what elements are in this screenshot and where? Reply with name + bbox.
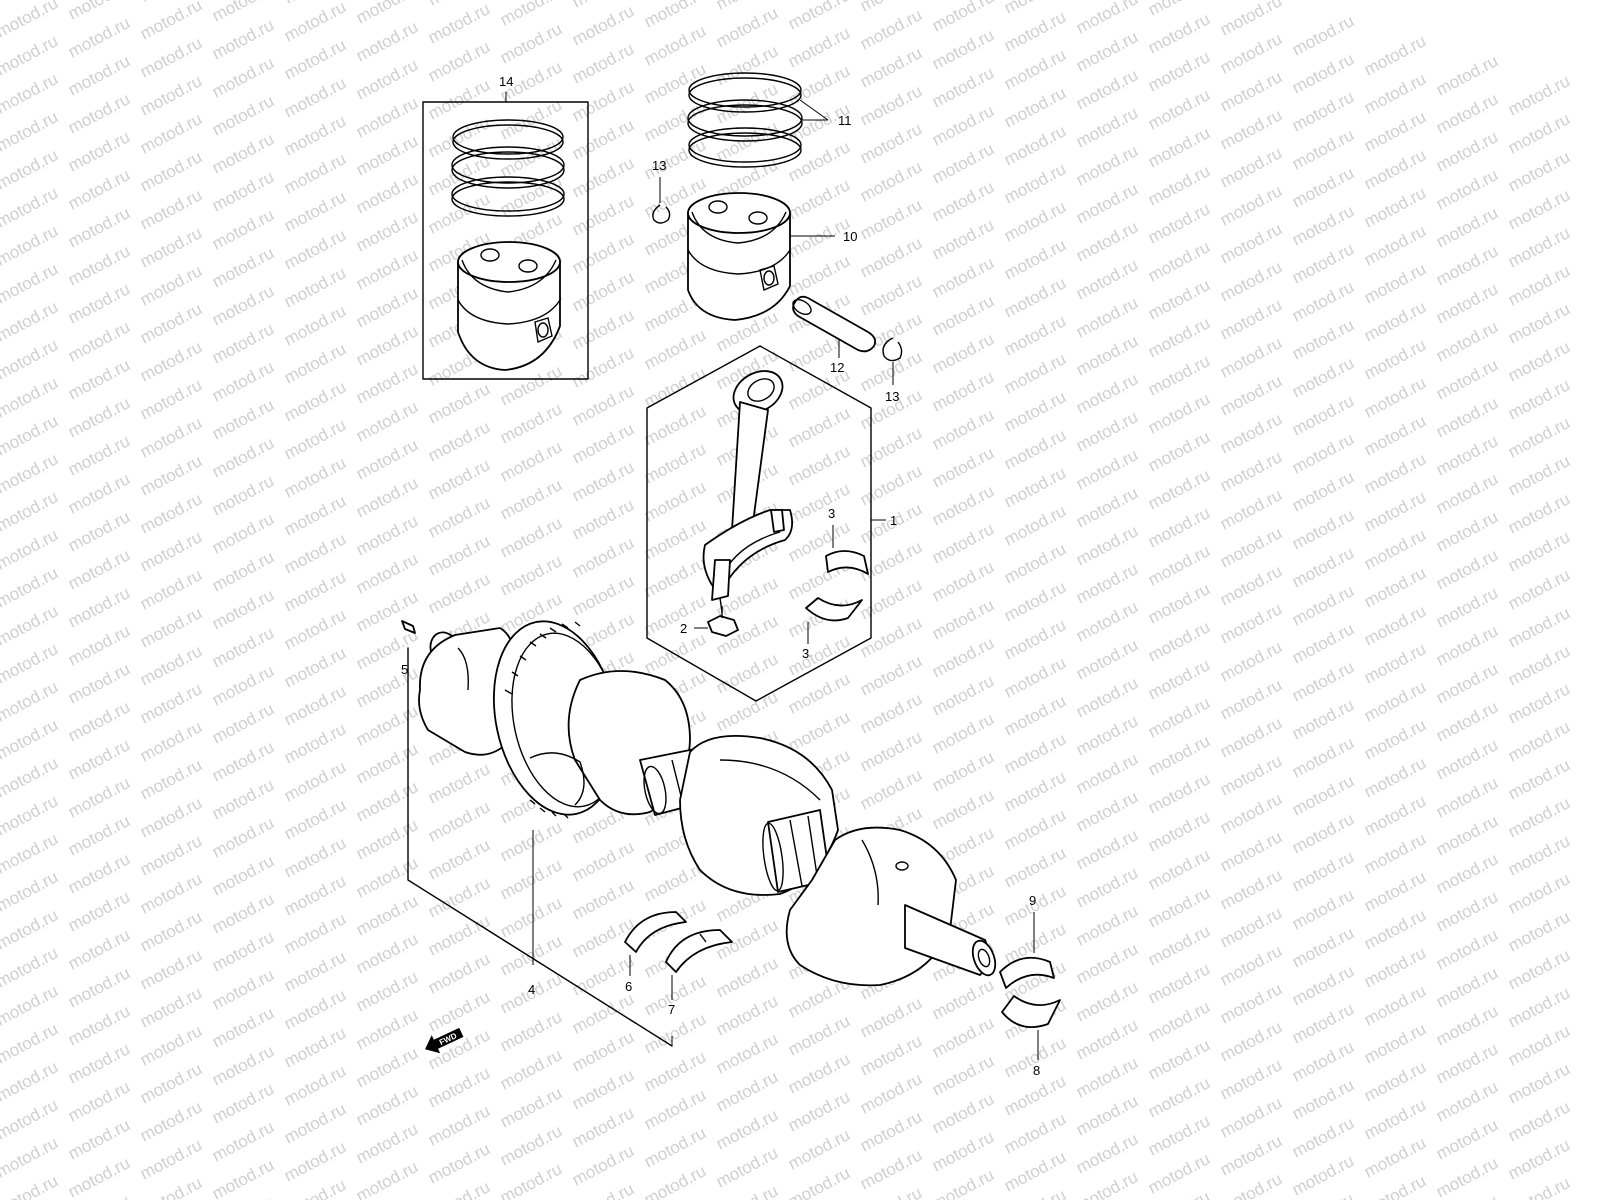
main-bearing-8: [1001, 995, 1061, 1028]
conrod-group-outline: [646, 345, 872, 702]
callout-12: 12: [830, 360, 844, 375]
callout-3-lower: 3: [802, 646, 809, 661]
callout-3-upper: 3: [828, 506, 835, 521]
piston-pin: [792, 295, 877, 353]
thrust-bearing-7: [665, 929, 733, 973]
dowel-pin: [401, 620, 416, 634]
callout-9: 9: [1029, 893, 1036, 908]
circlip-upper: [652, 204, 671, 224]
callout-8: 8: [1033, 1063, 1040, 1078]
conrod-bearing-upper: [825, 550, 869, 575]
callout-5: 5: [401, 662, 408, 677]
conrod-nut: [707, 606, 739, 637]
callout-4: 4: [528, 982, 535, 997]
callout-13-lower: 13: [885, 389, 899, 404]
alt-piston-rings: [451, 119, 565, 217]
main-bearing-9: [999, 956, 1055, 989]
piston-rings: [687, 72, 803, 168]
conrod-bearing-lower: [805, 597, 863, 622]
callout-2: 2: [680, 621, 687, 636]
circlip-lower: [882, 337, 903, 362]
alt-piston: [457, 241, 561, 371]
callout-14: 14: [499, 74, 513, 89]
callout-1: 1: [890, 513, 897, 528]
callout-7: 7: [668, 1002, 675, 1017]
thrust-bearing-6: [624, 911, 687, 953]
callout-6: 6: [625, 979, 632, 994]
svg-text:FWD: FWD: [438, 1031, 459, 1047]
crankshaft: [418, 620, 997, 987]
callout-11: 11: [838, 113, 852, 128]
connecting-rod: [702, 370, 794, 613]
piston: [687, 192, 791, 321]
callout-13-upper: 13: [652, 158, 666, 173]
fwd-arrow: FWD: [425, 1027, 464, 1054]
callout-10: 10: [843, 229, 857, 244]
crankshaft-group-outline: [407, 647, 673, 1047]
